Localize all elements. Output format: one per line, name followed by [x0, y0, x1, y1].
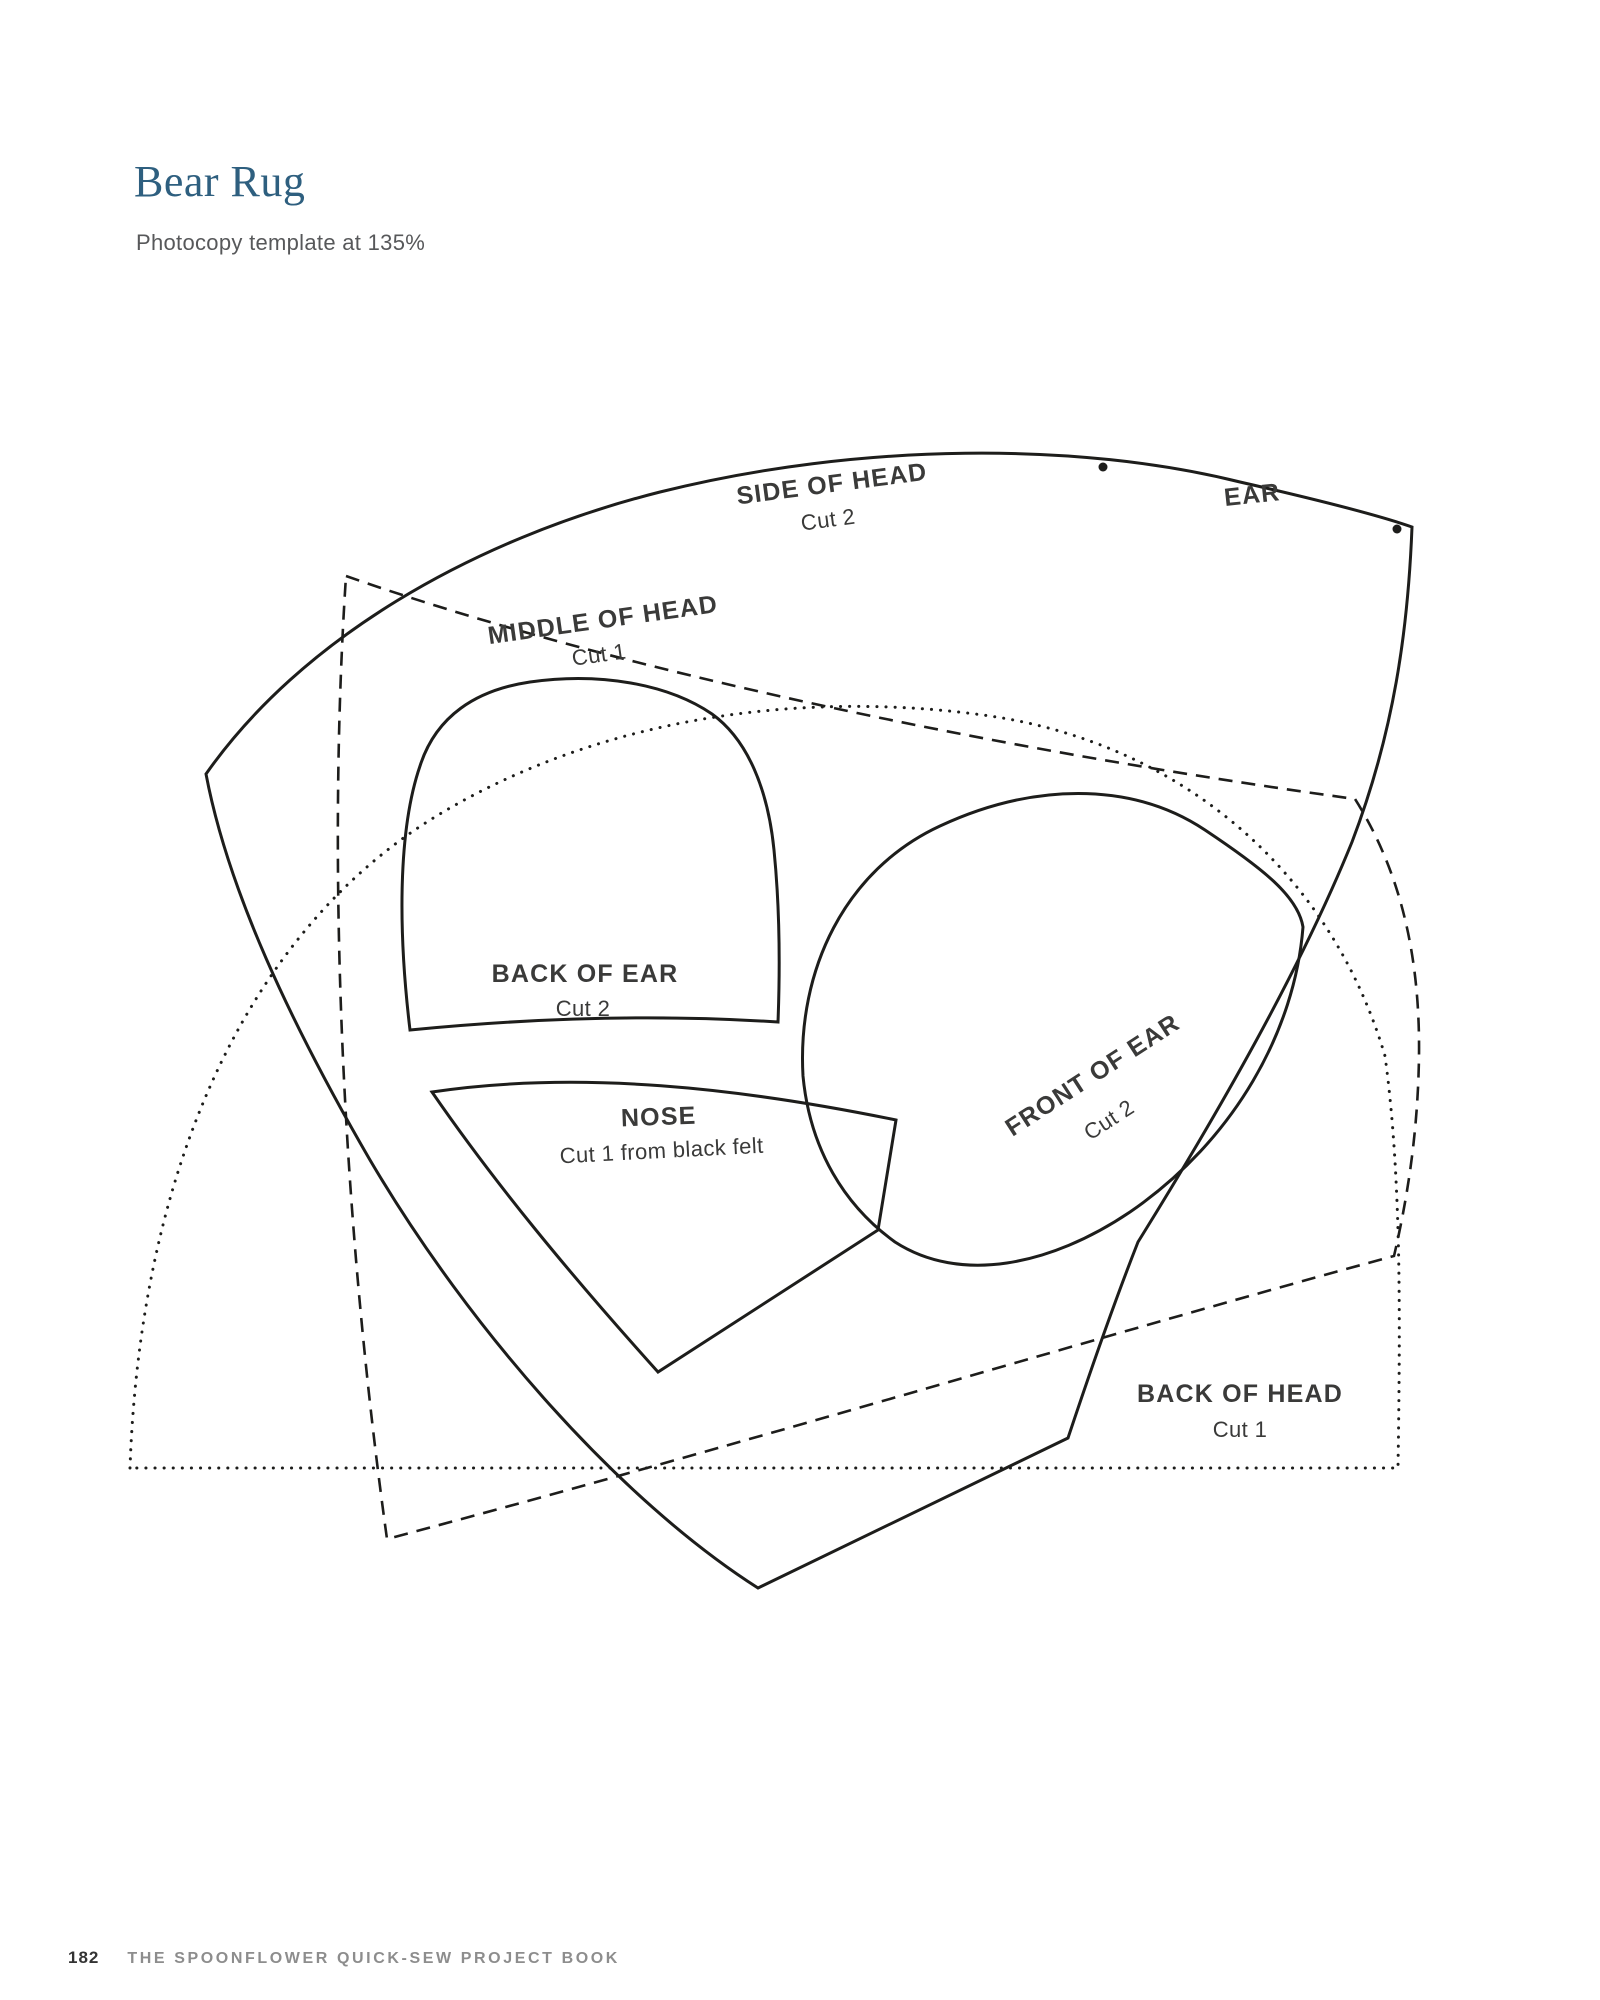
nose-cut: Cut 1 from black felt [559, 1133, 764, 1169]
photocopy-note: Photocopy template at 135% [136, 230, 426, 255]
front-of-ear-cut: Cut 2 [1079, 1094, 1138, 1145]
back-of-ear-cut: Cut 2 [556, 996, 611, 1021]
middle-of-head-outline [336, 574, 1421, 1541]
back-of-ear-label: BACK OF EAR [492, 960, 679, 988]
front-of-ear-outline [800, 792, 1305, 1267]
side-of-head-label: SIDE OF HEAD [735, 458, 929, 511]
nose-label: NOSE [620, 1102, 697, 1133]
page-number: 182 [68, 1948, 100, 1967]
nose-outline [429, 1080, 898, 1374]
side-of-head-outline [204, 451, 1414, 1590]
ear-label: EAR [1223, 478, 1282, 512]
back-of-head-label: BACK OF HEAD [1137, 1380, 1343, 1408]
middle-of-head-cut: Cut 1 [570, 638, 628, 670]
book-title: THE SPOONFLOWER QUICK-SEW PROJECT BOOK [127, 1950, 620, 1967]
back-of-ear-outline [400, 677, 781, 1032]
back-of-head-outline [128, 704, 1401, 1470]
back-of-head-cut: Cut 1 [1213, 1417, 1268, 1442]
side-of-head-cut: Cut 2 [799, 504, 856, 536]
ear-mark-dot [1098, 462, 1108, 472]
ear-mark-dot [1392, 524, 1402, 534]
page-footer: 182 THE SPOONFLOWER QUICK-SEW PROJECT BO… [68, 1948, 620, 1968]
page-title: Bear Rug [134, 157, 306, 206]
